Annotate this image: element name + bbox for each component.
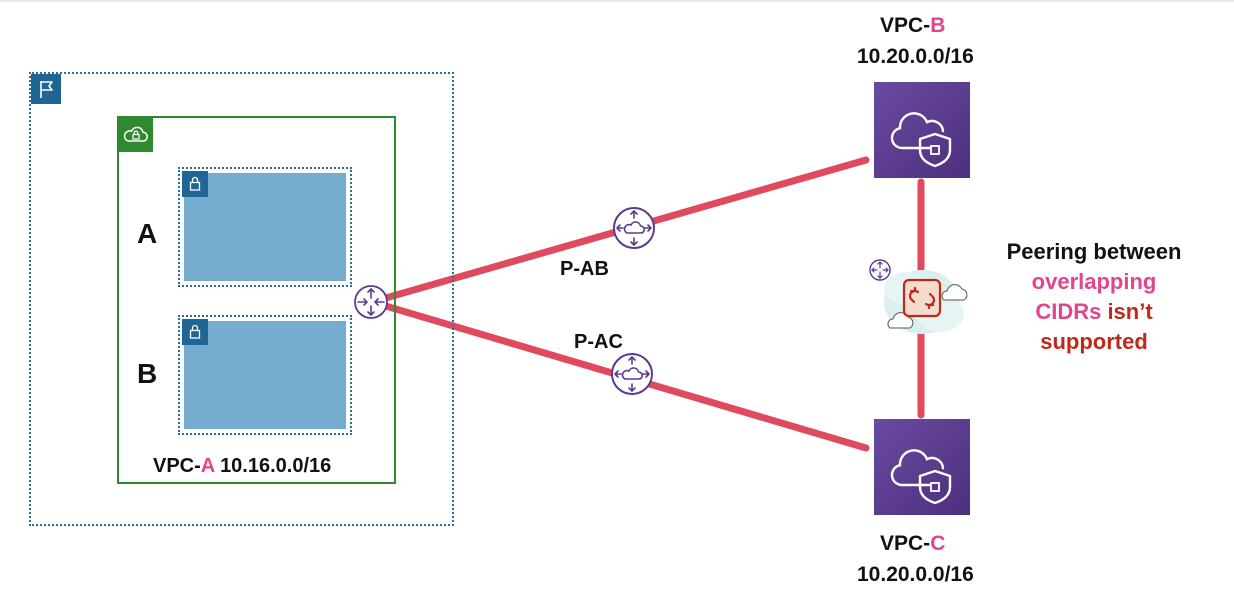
top-divider: [0, 0, 1234, 2]
vpc-a-label: VPC-A 10.16.0.0/16: [153, 455, 331, 478]
vpc-cloud-lock-icon: [119, 118, 153, 152]
vpc-b-title: VPC-B: [880, 14, 945, 38]
vpc-c-title: VPC-C: [880, 532, 945, 556]
vpc-a-boundary: [117, 116, 396, 484]
vpc-a-letter: A: [200, 455, 215, 477]
broken-peering-icon: [869, 259, 968, 334]
vpc-c-cidr: 10.20.0.0/16: [857, 563, 974, 586]
vpc-c-prefix: VPC-: [880, 532, 931, 555]
note-line-1: Peering between: [1006, 239, 1182, 264]
peering-ac-label: P-AC: [574, 331, 623, 353]
note-line-3: CIDRs isn’t: [980, 297, 1208, 327]
vpc-b-icon: [874, 82, 970, 178]
subnet-b-fill: [184, 321, 346, 429]
region-flag-icon: [31, 74, 61, 104]
subnet-a-fill: [184, 173, 346, 281]
note-line-3-cidrs: CIDRs: [1035, 299, 1102, 324]
vpc-c-letter: C: [930, 532, 946, 555]
router-icon: [354, 285, 388, 319]
peering-ab-label: P-AB: [560, 258, 609, 280]
vpc-c-icon: [874, 419, 970, 515]
note-line-4: supported: [1040, 329, 1148, 354]
subnet-lock-icon: [182, 171, 208, 197]
overlap-note: Peering between overlapping CIDRs isn’t …: [980, 237, 1208, 357]
vpc-a-cidr: 10.16.0.0/16: [220, 455, 332, 477]
vpc-b-cidr: 10.20.0.0/16: [857, 45, 974, 68]
peering-connection-ac-icon: [611, 353, 653, 395]
peering-connection-ab-icon: [613, 207, 655, 249]
subnet-b-label: B: [137, 358, 158, 389]
vpc-b-letter: B: [930, 14, 946, 37]
note-line-3-isnt: isn’t: [1101, 299, 1153, 324]
region-boundary: [29, 72, 454, 526]
vpc-b-prefix: VPC-: [880, 14, 931, 37]
note-line-2: overlapping: [1031, 269, 1157, 294]
subnet-lock-icon: [182, 319, 208, 345]
vpc-a-prefix: VPC-: [153, 455, 201, 477]
subnet-a-label: A: [137, 218, 158, 249]
